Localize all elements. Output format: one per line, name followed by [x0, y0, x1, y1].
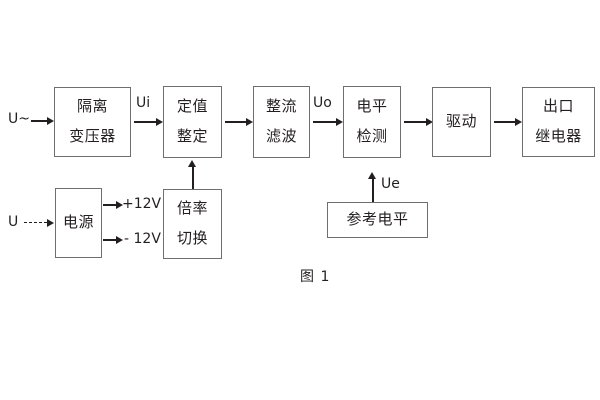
- arrow-rectify-filter-to-level-detection: [313, 117, 343, 127]
- block-drive-line1: 驱动: [445, 112, 477, 131]
- block-drive: 驱动: [432, 87, 491, 157]
- signal-label-ue: Ue: [381, 176, 400, 192]
- arrow-isolation-transformer-to-setting-value: [134, 117, 163, 127]
- ac-input-label: U~: [8, 111, 30, 127]
- arrow-level-detection-to-drive: [404, 117, 433, 127]
- signal-label-uo: Uo: [313, 95, 332, 111]
- block-reference-level: 参考电平: [327, 202, 428, 238]
- block-rectify-filter-line2: 滤波: [265, 127, 297, 145]
- arrow-dc-input-to-power-supply: [24, 218, 55, 228]
- block-setting-value: 定值 整定: [163, 86, 222, 158]
- supply-label-negative-12v: - 12V: [124, 231, 161, 247]
- arrow-drive-to-output-relay: [494, 117, 522, 127]
- arrow-setting-value-to-rectify-filter: [225, 117, 253, 127]
- block-setting-value-line2: 整定: [176, 127, 208, 145]
- block-output-relay: 出口 继电器: [522, 87, 595, 157]
- block-level-detection: 电平 检测: [343, 86, 401, 158]
- arrow-power-supply-negative: [103, 235, 123, 245]
- block-setting-value-line1: 定值: [176, 97, 208, 116]
- block-reference-level-line1: 参考电平: [346, 210, 409, 229]
- arrow-reference-level-to-level-detection: [368, 172, 378, 202]
- supply-label-positive-12v: +12V: [122, 196, 162, 212]
- dc-input-label: U: [8, 214, 19, 230]
- block-power-supply: 电源: [55, 188, 102, 258]
- signal-label-ui: Ui: [136, 95, 151, 111]
- arrow-power-supply-positive: [103, 200, 123, 210]
- block-level-detection-line1: 电平: [356, 97, 388, 116]
- block-output-relay-line1: 出口: [542, 97, 574, 116]
- block-ratio-switch-line1: 倍率: [176, 199, 208, 218]
- block-rectify-filter-line1: 整流: [265, 97, 297, 116]
- block-isolation-transformer: 隔离 变压器: [54, 87, 131, 157]
- block-level-detection-line2: 检测: [356, 127, 388, 145]
- block-power-supply-line1: 电源: [62, 213, 94, 232]
- arrow-ac-input-to-isolation-transformer: [31, 116, 54, 126]
- block-rectify-filter: 整流 滤波: [253, 86, 310, 158]
- figure-caption: 图 1: [300, 269, 331, 285]
- block-output-relay-line2: 继电器: [535, 127, 582, 145]
- block-ratio-switch: 倍率 切换: [163, 189, 222, 259]
- block-isolation-transformer-line2: 变压器: [69, 127, 116, 145]
- block-ratio-switch-line2: 切换: [176, 229, 208, 247]
- arrow-ratio-switch-to-setting-value: [188, 160, 198, 190]
- block-isolation-transformer-line1: 隔离: [76, 97, 108, 116]
